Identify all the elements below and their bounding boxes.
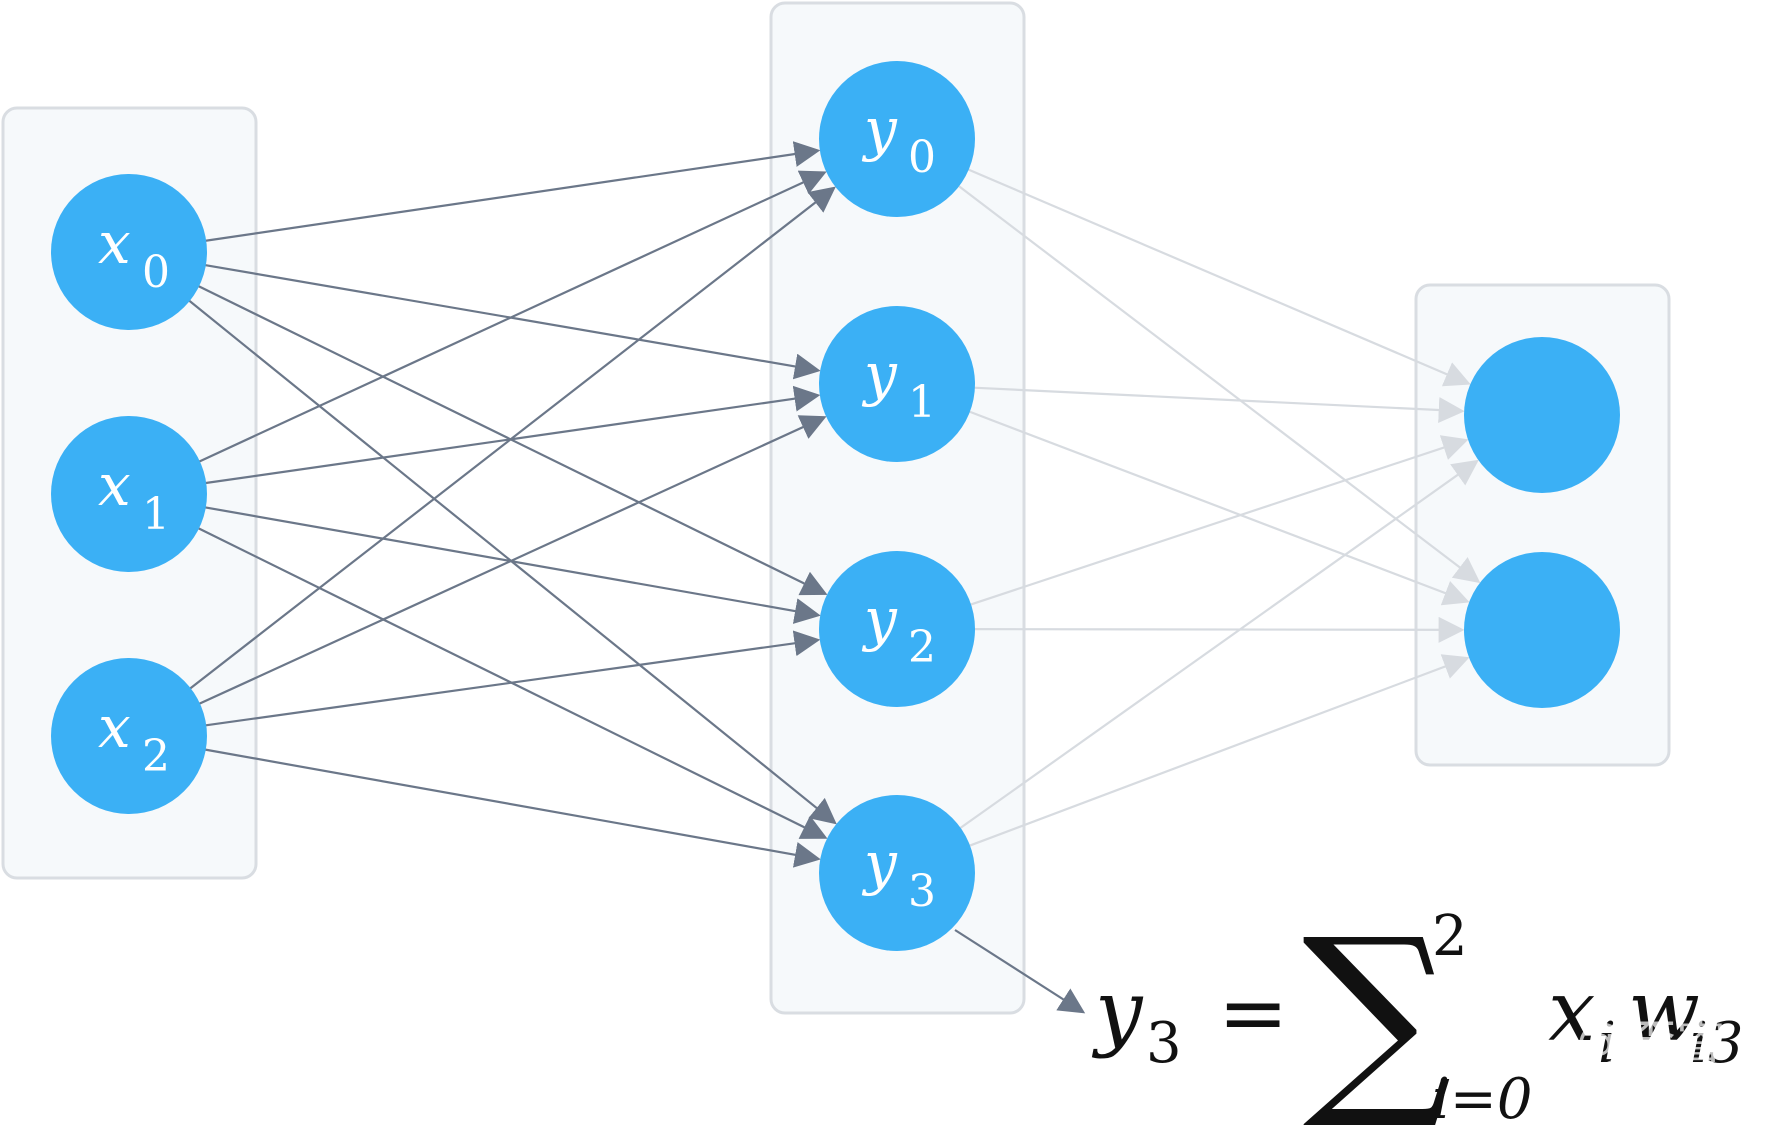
node-x0-sub: 0: [142, 247, 170, 298]
edge-x2-y3: [201, 747, 821, 868]
edge-y2-o1: [970, 616, 1465, 643]
node-x2: x 2: [51, 658, 207, 814]
input-layer: x 0 x 1 x 2: [51, 174, 207, 814]
formula-lower-limit: i=0: [1432, 1067, 1532, 1125]
formula-pointer-arrow: [954, 929, 1086, 1014]
node-y0-sub: 0: [908, 132, 936, 183]
watermark: 知乎 @李睿: [1460, 1012, 1726, 1070]
formula-equals: =: [1218, 964, 1288, 1062]
node-x0: x 0: [51, 174, 207, 330]
formula-lhs-sub: 3: [1146, 1011, 1182, 1076]
node-x0-var: x: [98, 209, 131, 277]
node-y1: y 1: [819, 306, 975, 462]
output-layer: [1464, 337, 1620, 708]
node-y1-var: y: [861, 340, 898, 408]
formula-term-sub-2: i3: [1690, 1011, 1744, 1076]
formula: y 3 = ∑ 2 i=0 x i w i3: [1091, 893, 1744, 1125]
node-y3-circle: [819, 795, 975, 951]
edge-y3-o1: [965, 654, 1470, 848]
edge-y3-o0: [956, 459, 1479, 832]
node-y3-var: y: [861, 829, 898, 897]
node-x1-var: x: [98, 451, 131, 519]
node-y2-var: y: [861, 585, 898, 653]
edge-y1-o0: [970, 386, 1465, 424]
node-o0: [1464, 337, 1620, 493]
node-y1-circle: [819, 306, 975, 462]
edge-x1-y0: [195, 170, 827, 464]
node-x1-circle: [51, 416, 207, 572]
node-y0: y 0: [819, 61, 975, 217]
input-to-hidden-edges: [185, 141, 837, 868]
node-y1-sub: 1: [908, 377, 936, 428]
node-y0-var: y: [861, 95, 898, 163]
node-y3: y 3: [819, 795, 975, 951]
edge-y2-o0: [966, 435, 1469, 607]
node-y2-sub: 2: [908, 622, 936, 673]
node-y3-sub: 3: [908, 866, 936, 917]
formula-lhs-var: y: [1091, 962, 1144, 1060]
formula-term-var-2: w: [1628, 962, 1700, 1060]
node-x1-sub: 1: [142, 489, 170, 540]
formula-term-var-1: x: [1548, 962, 1595, 1060]
hidden-to-output-edges: [955, 167, 1481, 848]
edge-y1-o1: [965, 409, 1470, 606]
node-y2: y 2: [819, 551, 975, 707]
hidden-layer-box: [769, 1, 1026, 1015]
layer-boxes: [1, 1, 1671, 1015]
edge-y0-o1: [955, 182, 1481, 584]
edge-x2-y2: [202, 630, 821, 727]
formula-term-sub-1: i: [1598, 1011, 1616, 1076]
node-y2-circle: [819, 551, 975, 707]
edge-x2-y0: [186, 186, 836, 692]
node-x2-circle: [51, 658, 207, 814]
node-x2-var: x: [98, 693, 131, 761]
edge-x2-y1: [195, 415, 827, 707]
node-x1: x 1: [51, 416, 207, 572]
node-x0-circle: [51, 174, 207, 330]
hidden-layer: y 0 y 1 y 2 y 3: [819, 61, 975, 951]
edge-y0-o0: [964, 167, 1471, 387]
node-y0-circle: [819, 61, 975, 217]
formula-sum-symbol: ∑: [1302, 893, 1452, 1125]
node-x2-sub: 2: [142, 731, 170, 782]
formula-upper-limit: 2: [1432, 904, 1468, 969]
edge-x0-y0: [202, 141, 821, 243]
node-o1: [1464, 552, 1620, 708]
